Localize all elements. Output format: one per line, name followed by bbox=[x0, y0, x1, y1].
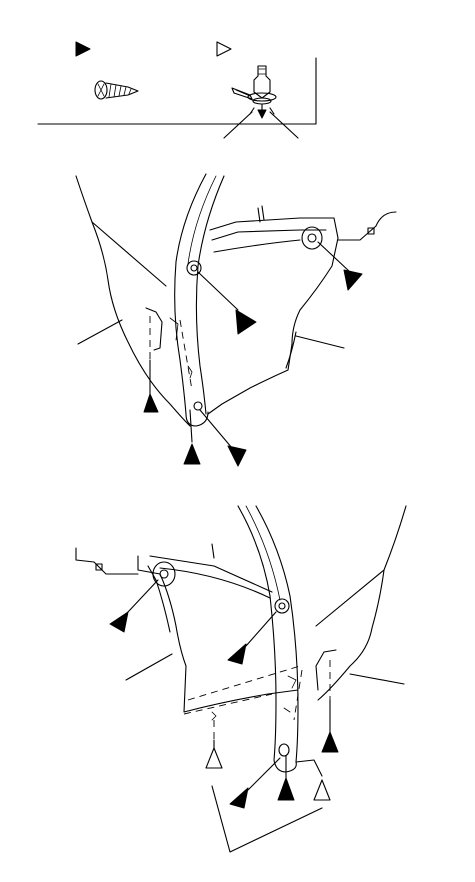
screw-icon bbox=[94, 80, 139, 100]
upper-view bbox=[75, 173, 397, 467]
clip-icon bbox=[231, 65, 277, 119]
lower-view bbox=[75, 505, 407, 853]
solid-triangle-legend-icon bbox=[75, 41, 91, 57]
legend-box bbox=[37, 41, 317, 139]
open-triangle-legend-icon bbox=[216, 41, 232, 57]
